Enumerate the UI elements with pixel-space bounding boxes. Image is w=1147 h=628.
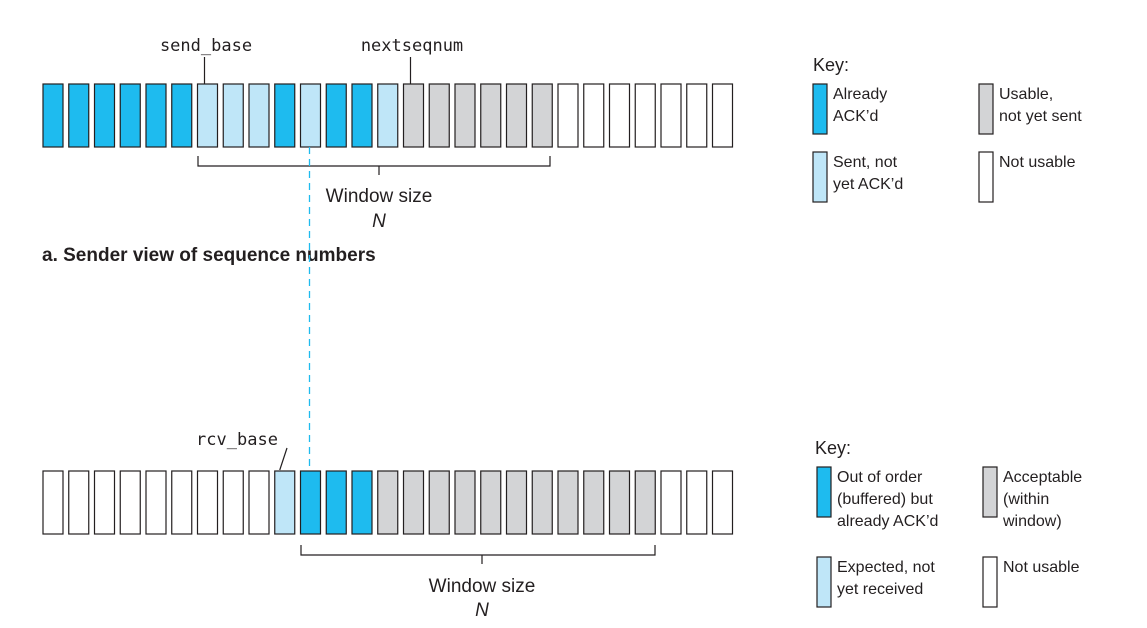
receiver-cell-usable — [377, 470, 399, 535]
sender-cell-ack — [68, 83, 90, 148]
receiver-cell-unusable — [171, 470, 193, 535]
receiver-cell-ack — [325, 470, 347, 535]
receiver-cell-unusable — [248, 470, 270, 535]
receiver-cell-sent — [274, 470, 296, 535]
sender-window-size-label: Window size — [326, 186, 433, 207]
sender-key-label-usable: Usable,not yet sent — [999, 86, 1082, 125]
rcv-base-pointer — [279, 447, 288, 471]
receiver-cell-usable — [634, 470, 656, 535]
sender-cell-usable — [454, 83, 476, 148]
sender-cell-ack — [119, 83, 141, 148]
receiver-cell-unusable — [42, 470, 64, 535]
receiver-markers — [279, 447, 288, 471]
sender-cell-unusable — [557, 83, 579, 148]
receiver-cell-usable — [402, 470, 425, 535]
sender-cell-ack — [325, 83, 347, 148]
sender-cell-ack — [171, 83, 193, 148]
nextseqnum-label: nextseqnum — [361, 36, 463, 56]
receiver-cell-unusable — [93, 470, 116, 535]
sender-cell-sent — [299, 83, 322, 148]
receiver-cell-usable — [557, 470, 579, 535]
receiver-cell-unusable — [68, 470, 90, 535]
sender-key-swatch-usable — [978, 83, 994, 135]
rcv-base-label: rcv_base — [196, 430, 278, 450]
sender-cell-unusable — [634, 83, 656, 148]
bracket-line — [197, 156, 551, 175]
receiver-window-bracket — [300, 545, 656, 564]
sender-key-swatch-ack — [812, 83, 828, 135]
receiver-cell-unusable — [119, 470, 141, 535]
sender-cell-usable — [505, 83, 528, 148]
receiver-window-size-label: Window size — [429, 576, 536, 597]
sender-cell-unusable — [608, 83, 631, 148]
receiver-cell-usable — [505, 470, 528, 535]
sender-cell-ack — [351, 83, 373, 148]
sender-cell-usable — [402, 83, 425, 148]
receiver-key-title: Key: — [815, 438, 851, 458]
sender-cell-sent — [377, 83, 399, 148]
sender-cell-ack — [93, 83, 116, 148]
receiver-cell-usable — [454, 470, 476, 535]
sender-key-label-unusable: Not usable — [999, 154, 1076, 171]
receiver-key-swatch-usable — [982, 466, 998, 518]
receiver-cell-usable — [608, 470, 631, 535]
sender-cell-unusable — [686, 83, 708, 148]
sender-key-swatch-unusable — [978, 151, 994, 203]
sender-cell-sent — [196, 83, 219, 148]
sender-cell-usable — [480, 83, 502, 148]
receiver-cell-ack — [351, 470, 373, 535]
receiver-window-n: N — [475, 600, 489, 621]
sender-cell-ack — [145, 83, 167, 148]
sender-cell-usable — [531, 83, 553, 148]
receiver-cell-usable — [480, 470, 502, 535]
sender-cell-sent — [248, 83, 270, 148]
sender-window-bracket — [197, 156, 551, 175]
receiver-cell-unusable — [686, 470, 708, 535]
sender-cell-unusable — [660, 83, 682, 148]
sender-window-n: N — [372, 211, 386, 232]
receiver-cell-usable — [531, 470, 553, 535]
sender-cell-unusable — [711, 83, 734, 148]
sender-cell-ack — [42, 83, 64, 148]
sender-key-swatch-sent — [812, 151, 828, 203]
sender-caption: a. Sender view of sequence numbers — [42, 245, 376, 266]
sender-key-title: Key: — [813, 55, 849, 75]
receiver-cell-unusable — [145, 470, 167, 535]
sender-cell-unusable — [583, 83, 605, 148]
sender-sequence-cells — [42, 83, 734, 148]
receiver-cell-unusable — [196, 470, 219, 535]
receiver-cell-usable — [428, 470, 450, 535]
sender-markers — [203, 57, 412, 84]
receiver-key-swatch-ack — [816, 466, 832, 518]
receiver-sequence-cells — [42, 470, 734, 535]
receiver-key-swatch-sent — [816, 556, 832, 608]
sender-cell-ack — [274, 83, 296, 148]
receiver-cell-ack — [299, 470, 322, 535]
receiver-cell-unusable — [660, 470, 682, 535]
bracket-line — [300, 545, 656, 564]
receiver-key-label-unusable: Not usable — [1003, 559, 1080, 576]
sender-cell-usable — [428, 83, 450, 148]
receiver-cell-unusable — [222, 470, 244, 535]
receiver-key-swatch-unusable — [982, 556, 998, 608]
receiver-cell-usable — [583, 470, 605, 535]
send-base-label: send_base — [160, 36, 252, 56]
sender-cell-sent — [222, 83, 244, 148]
receiver-cell-unusable — [711, 470, 734, 535]
